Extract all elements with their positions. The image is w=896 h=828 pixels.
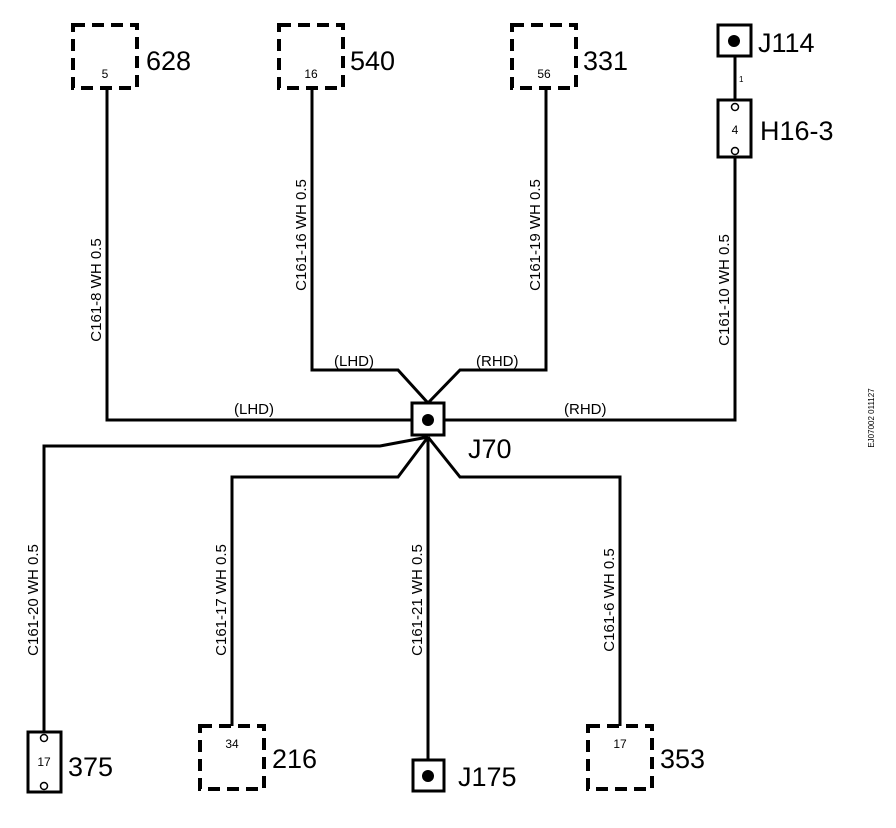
- connector-375[interactable]: 17 375: [26, 730, 113, 794]
- wire-label-c161-6: C161-6 WH 0.5: [601, 548, 618, 651]
- connector-h16-3[interactable]: 4 H16-3: [716, 98, 834, 159]
- connector-353-pin: 17: [613, 737, 627, 751]
- connector-540-label: 540: [350, 46, 395, 76]
- connector-353-label: 353: [660, 744, 705, 774]
- wires: [42, 56, 737, 760]
- connector-j175-label: J175: [458, 762, 517, 792]
- wire-label-c161-19: C161-19 WH 0.5: [527, 179, 544, 291]
- wire-c161-10: [444, 157, 737, 422]
- wire-c161-20: [42, 435, 429, 732]
- connector-628[interactable]: 5 628: [71, 23, 191, 90]
- h16-top-pin-icon: [730, 102, 740, 112]
- variant-rhd-lower: (RHD): [564, 401, 607, 418]
- connector-540[interactable]: 16 540: [277, 23, 395, 90]
- c375-bottom-pin-icon: [39, 781, 49, 791]
- connector-216-pin: 34: [225, 737, 239, 751]
- connector-540-pin: 16: [304, 67, 318, 81]
- j70-splice-icon: [422, 414, 434, 426]
- wire-label-c161-20: C161-20 WH 0.5: [25, 544, 42, 656]
- connector-216-label: 216: [272, 744, 317, 774]
- connector-353[interactable]: 17 353: [586, 724, 705, 791]
- wire-label-c161-21: C161-21 WH 0.5: [409, 544, 426, 656]
- variant-lhd-upper: (LHD): [334, 353, 374, 370]
- connector-216[interactable]: 34 216: [198, 724, 317, 791]
- connector-628-pin: 5: [102, 67, 109, 81]
- wire-label-c161-16: C161-16 WH 0.5: [293, 179, 310, 291]
- connector-331[interactable]: 56 331: [510, 23, 628, 90]
- connector-375-label: 375: [68, 752, 113, 782]
- variant-rhd-upper: (RHD): [476, 353, 519, 370]
- reference-code: EJ07002 011127: [867, 388, 876, 448]
- wire-c161-17: [230, 436, 430, 726]
- variant-labels: (LHD) (RHD) (LHD) (RHD): [234, 353, 607, 418]
- j114-pin: 1: [739, 75, 744, 84]
- wire-label-c161-8: C161-8 WH 0.5: [88, 238, 105, 341]
- connector-331-label: 331: [583, 46, 628, 76]
- h16-bottom-pin-icon: [730, 146, 740, 156]
- connector-h16-pin: 4: [732, 123, 739, 137]
- connector-j114[interactable]: J114 1: [716, 23, 815, 84]
- connector-628-label: 628: [146, 46, 191, 76]
- splice-j70-label: J70: [468, 434, 512, 464]
- variant-lhd-lower: (LHD): [234, 401, 274, 418]
- c375-top-pin-icon: [39, 733, 49, 743]
- j175-terminal-icon: [422, 770, 434, 782]
- connector-j175[interactable]: J175: [411, 758, 517, 793]
- j114-terminal-icon: [728, 35, 740, 47]
- wire-c161-6: [426, 436, 622, 726]
- splice-j70[interactable]: J70: [410, 401, 512, 464]
- connector-h16-label: H16-3: [760, 116, 834, 146]
- wire-label-c161-17: C161-17 WH 0.5: [213, 544, 230, 656]
- connector-331-pin: 56: [537, 67, 551, 81]
- wire-c161-16: [310, 88, 430, 405]
- connector-375-pin: 17: [37, 755, 51, 769]
- wire-label-c161-10: C161-10 WH 0.5: [716, 234, 733, 346]
- wire-labels: C161-8 WH 0.5 C161-16 WH 0.5 C161-19 WH …: [25, 179, 733, 656]
- connector-j114-label: J114: [758, 28, 815, 58]
- wire-c161-8: [105, 88, 412, 422]
- wire-c161-19: [426, 88, 548, 405]
